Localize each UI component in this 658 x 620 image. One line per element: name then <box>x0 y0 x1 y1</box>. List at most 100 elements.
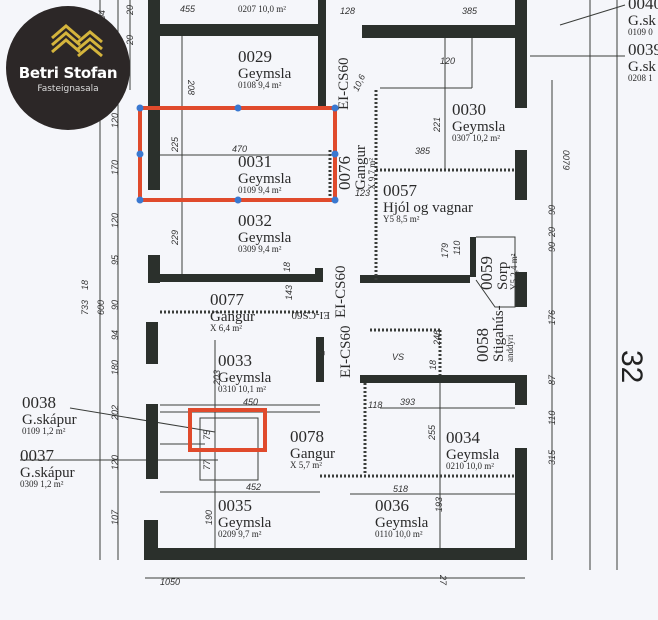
room-name: Geymsla <box>375 515 429 531</box>
brand-logo: Betri Stofan Fasteignasala <box>6 6 130 130</box>
storage-cabinet-highlight[interactable] <box>188 408 267 452</box>
brand-tagline: Fasteignasala <box>37 84 99 94</box>
dimension-label: 90 <box>547 242 557 252</box>
dimension-label: 176 <box>547 310 557 325</box>
room-name: Stigahús- <box>491 305 507 362</box>
room-name: Hjól og vagnar <box>383 200 473 216</box>
room-number: 0078 <box>290 427 324 446</box>
dimension-label: 75 <box>202 429 212 440</box>
selected-room-highlight[interactable] <box>136 104 339 204</box>
room-number: 0029 <box>238 47 272 66</box>
walls <box>144 0 527 560</box>
dimension-label: 455 <box>180 4 196 14</box>
dimension-label: 110 <box>547 411 557 425</box>
room-name: G.sk <box>628 59 656 75</box>
dimension-label: 385 <box>462 6 478 16</box>
room-number: 0058 <box>473 328 492 362</box>
room-name: Geymsla <box>218 515 272 531</box>
dimension-label: 193 <box>434 497 444 512</box>
dimension-label: 315 <box>547 449 557 465</box>
room-area: Y5 2,4 m² <box>509 253 519 290</box>
partial-room-area: 0207 10,0 m² <box>238 4 286 14</box>
dimension-label: 20 <box>125 5 135 16</box>
room-number: 0076 <box>335 156 354 190</box>
dimension-label: 118 <box>368 400 382 410</box>
room-area: 0309 1,2 m² <box>20 479 64 489</box>
dimension-label: 95 <box>110 254 120 265</box>
room-number: 0040 <box>628 0 658 13</box>
dimension-label: 7 <box>316 350 326 356</box>
fire-rating-label: EI-CS60 <box>333 266 349 319</box>
dimension-label: 120 <box>110 455 120 470</box>
dimension-label: 518 <box>393 484 408 494</box>
room-area: 0208 1 <box>628 73 653 83</box>
dimension-label: 393 <box>400 397 415 407</box>
dimension-label: 77 <box>202 459 212 470</box>
dimension-label: 221 <box>432 117 442 133</box>
dimension-label: 143 <box>284 285 294 300</box>
partitions <box>160 38 516 481</box>
room-name: Gangur <box>353 145 369 190</box>
dimension-label: 452 <box>246 482 261 492</box>
dimension-label: 180 <box>110 360 120 375</box>
room-area: 0109 0 <box>628 27 653 37</box>
dimension-label: 208 <box>186 79 196 95</box>
room-number: 0059 <box>477 256 496 290</box>
dimension-label: 123 <box>355 188 370 198</box>
room-area: Y5 8,5 m² <box>383 214 420 224</box>
room-area: X 9,7 m² <box>367 158 377 190</box>
dimension-label: 20 <box>547 227 557 238</box>
dimension-label: 87 <box>547 374 557 385</box>
room-area: 0209 9,7 m² <box>218 529 262 539</box>
dimension-label: 255 <box>427 424 437 441</box>
dimension-label: 246 <box>432 330 442 346</box>
room-area: 0110 10,0 m² <box>375 529 423 539</box>
dimension-label: 107 <box>110 509 120 525</box>
dimension-label: 1050 <box>160 577 180 587</box>
dimension-label: 18 <box>282 262 292 272</box>
dimension-label: 20 <box>125 35 135 46</box>
room-number: 0034 <box>446 428 481 447</box>
fire-rating-label: EI-CS60 <box>338 326 354 379</box>
room-number: 0039 <box>628 40 658 59</box>
room-area: 0108 9,4 m² <box>238 80 282 90</box>
room-number: 0057 <box>383 181 418 200</box>
room-area: 0310 10,1 m² <box>218 384 266 394</box>
room-name: Geymsla <box>238 66 292 82</box>
brand-name: Betri Stofan <box>18 64 118 82</box>
dimension-label: 600 <box>96 300 106 315</box>
room-name: Geymsla <box>446 447 500 463</box>
dimension-label: 110 <box>452 241 462 255</box>
dimension-label: 0079 <box>561 150 571 170</box>
dimension-label: 120 <box>440 56 455 66</box>
dimension-label: 225 <box>170 136 180 153</box>
dimension-label: 120 <box>110 213 120 228</box>
dimension-label: 385 <box>415 146 431 156</box>
dimension-lines <box>20 0 626 579</box>
room-name: G.skápur <box>20 465 75 481</box>
dimension-label: 90 <box>110 300 120 310</box>
dimension-label: 203 <box>212 370 222 386</box>
dimension-label: 10,6 <box>351 73 367 93</box>
room-area: 0109 9,4 m² <box>238 185 282 195</box>
room-name: Gangur <box>210 309 255 325</box>
